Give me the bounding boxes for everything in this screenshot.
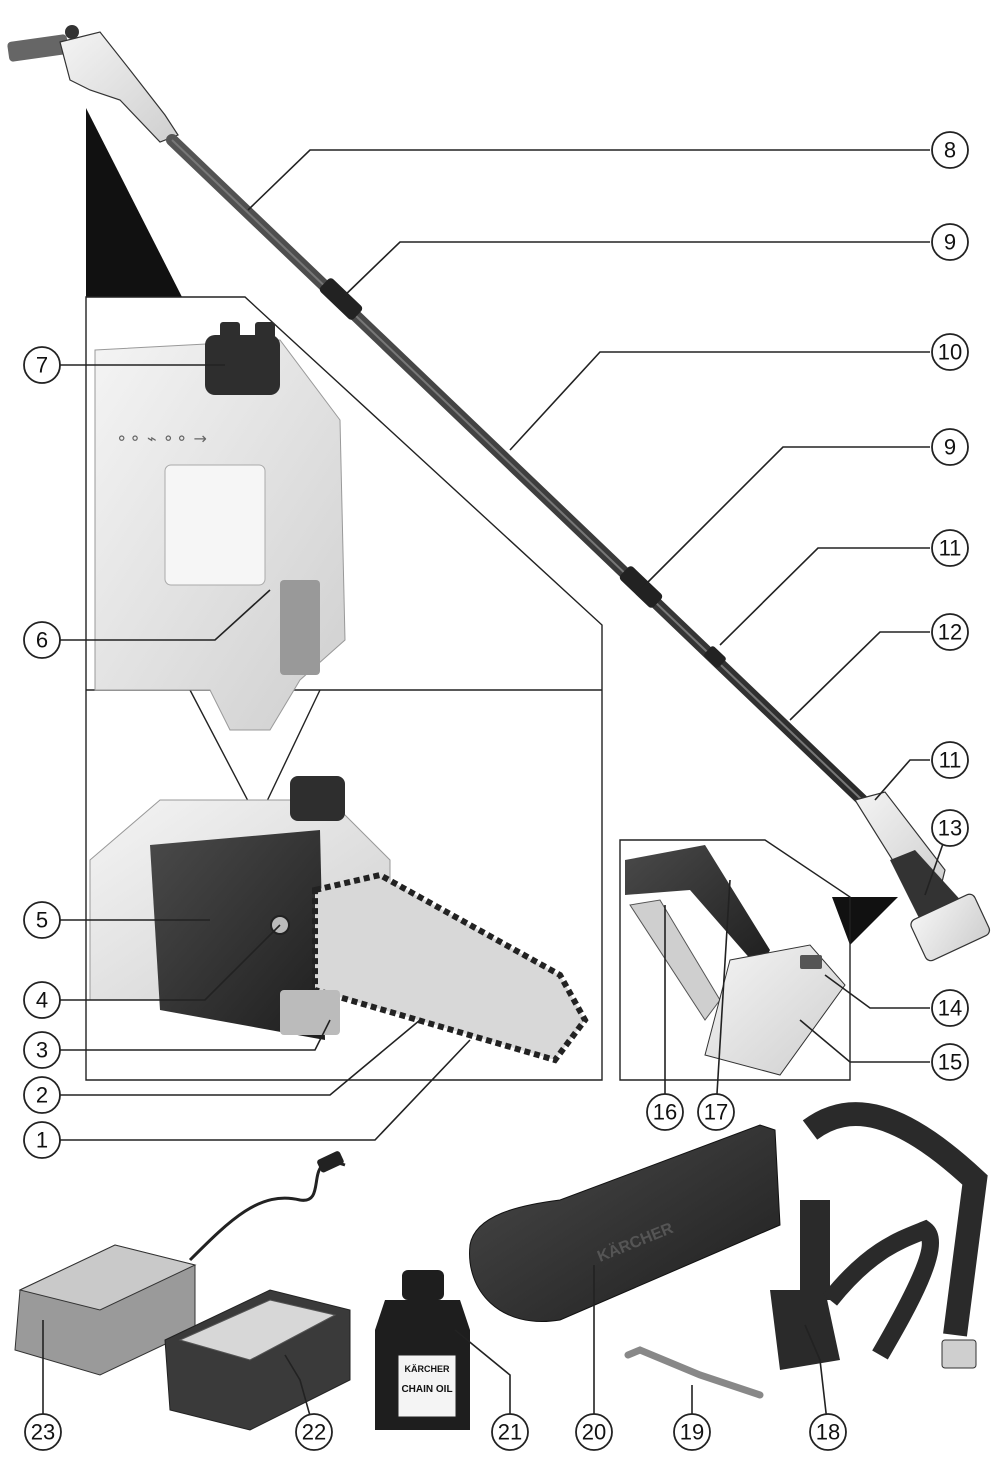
svg-text:19: 19 xyxy=(680,1420,704,1445)
svg-text:23: 23 xyxy=(31,1420,55,1445)
callouts: 1 2 3 4 5 6 7 8 9 10 9 11 12 11 13 14 15… xyxy=(23,131,969,1451)
telescopic-pole xyxy=(166,134,868,806)
svg-text:16: 16 xyxy=(653,1100,677,1125)
svg-text:11: 11 xyxy=(939,536,962,561)
callout-6: 6 xyxy=(23,621,61,659)
svg-text:⚬⚬ ⌁ ⚬⚬ →: ⚬⚬ ⌁ ⚬⚬ → xyxy=(115,429,207,448)
rear-handle xyxy=(854,791,991,962)
callout-1: 1 xyxy=(23,1121,61,1159)
svg-text:6: 6 xyxy=(36,628,48,653)
callout-10: 10 xyxy=(931,333,969,371)
callout-23: 23 xyxy=(24,1413,62,1451)
svg-text:9: 9 xyxy=(944,435,956,460)
callout-14: 14 xyxy=(931,989,969,1027)
charger xyxy=(14,1151,346,1376)
callout-4: 4 xyxy=(23,981,61,1019)
callout-19: 19 xyxy=(673,1413,711,1451)
callout-22: 22 xyxy=(295,1413,333,1451)
svg-text:10: 10 xyxy=(938,340,962,365)
chain-cover xyxy=(150,830,325,1040)
callout-3: 3 xyxy=(23,1031,61,1069)
svg-text:15: 15 xyxy=(938,1050,962,1075)
callout-18: 18 xyxy=(809,1413,847,1451)
callout-2: 2 xyxy=(23,1076,61,1114)
callout-12: 12 xyxy=(931,613,969,651)
guide-bar xyxy=(312,871,589,1064)
leader-lines xyxy=(42,149,946,1431)
strap-eyelet xyxy=(704,646,726,668)
callout-21: 21 xyxy=(491,1413,529,1451)
svg-text:13: 13 xyxy=(938,816,962,841)
shoulder-strap xyxy=(770,1102,988,1370)
callout-11a: 11 xyxy=(931,529,969,567)
callout-9a: 9 xyxy=(931,223,969,261)
detail-frame-handle xyxy=(619,839,851,1081)
bar-scabbard: KÄRCHER xyxy=(469,1124,781,1322)
svg-text:12: 12 xyxy=(938,620,962,645)
svg-text:14: 14 xyxy=(938,996,962,1021)
pole-clamp-lower xyxy=(619,566,663,608)
handle-detail xyxy=(625,845,846,1076)
svg-text:22: 22 xyxy=(302,1420,326,1445)
svg-text:20: 20 xyxy=(582,1420,606,1445)
svg-text:3: 3 xyxy=(36,1038,48,1063)
svg-text:9: 9 xyxy=(944,230,956,255)
svg-text:5: 5 xyxy=(36,908,48,933)
pruner-head-top xyxy=(7,25,179,143)
callout-13: 13 xyxy=(931,809,969,847)
chain-oil-bottle: KÄRCHER CHAIN OIL xyxy=(375,1270,470,1430)
svg-text:11: 11 xyxy=(939,748,962,773)
detail-frame-main xyxy=(85,296,603,1081)
zoom-wedge-right xyxy=(832,897,898,945)
allen-key xyxy=(624,1346,764,1399)
svg-text:17: 17 xyxy=(704,1100,728,1125)
callout-5: 5 xyxy=(23,901,61,939)
svg-text:18: 18 xyxy=(816,1420,840,1445)
zoom-wedge-left xyxy=(86,108,182,297)
svg-text:8: 8 xyxy=(944,138,956,163)
oil-cap xyxy=(205,335,280,395)
bottle-label-text: CHAIN OIL xyxy=(401,1384,452,1395)
bottle-label xyxy=(397,1354,457,1418)
svg-text:4: 4 xyxy=(36,988,48,1013)
callout-17: 17 xyxy=(697,1093,735,1131)
housing-detail: ⚬⚬ ⌁ ⚬⚬ → xyxy=(94,322,346,731)
svg-text:7: 7 xyxy=(36,353,48,378)
bottle-brand: KÄRCHER xyxy=(405,1364,451,1374)
callout-8: 8 xyxy=(931,131,969,169)
saw-detail xyxy=(89,776,589,1064)
callout-20: 20 xyxy=(575,1413,613,1451)
callout-16: 16 xyxy=(646,1093,684,1131)
callout-7: 7 xyxy=(23,346,61,384)
svg-text:2: 2 xyxy=(36,1083,48,1108)
callout-15: 15 xyxy=(931,1043,969,1081)
svg-text:1: 1 xyxy=(36,1128,48,1153)
callout-9b: 9 xyxy=(931,428,969,466)
callout-11b: 11 xyxy=(931,741,969,779)
svg-text:21: 21 xyxy=(498,1420,522,1445)
